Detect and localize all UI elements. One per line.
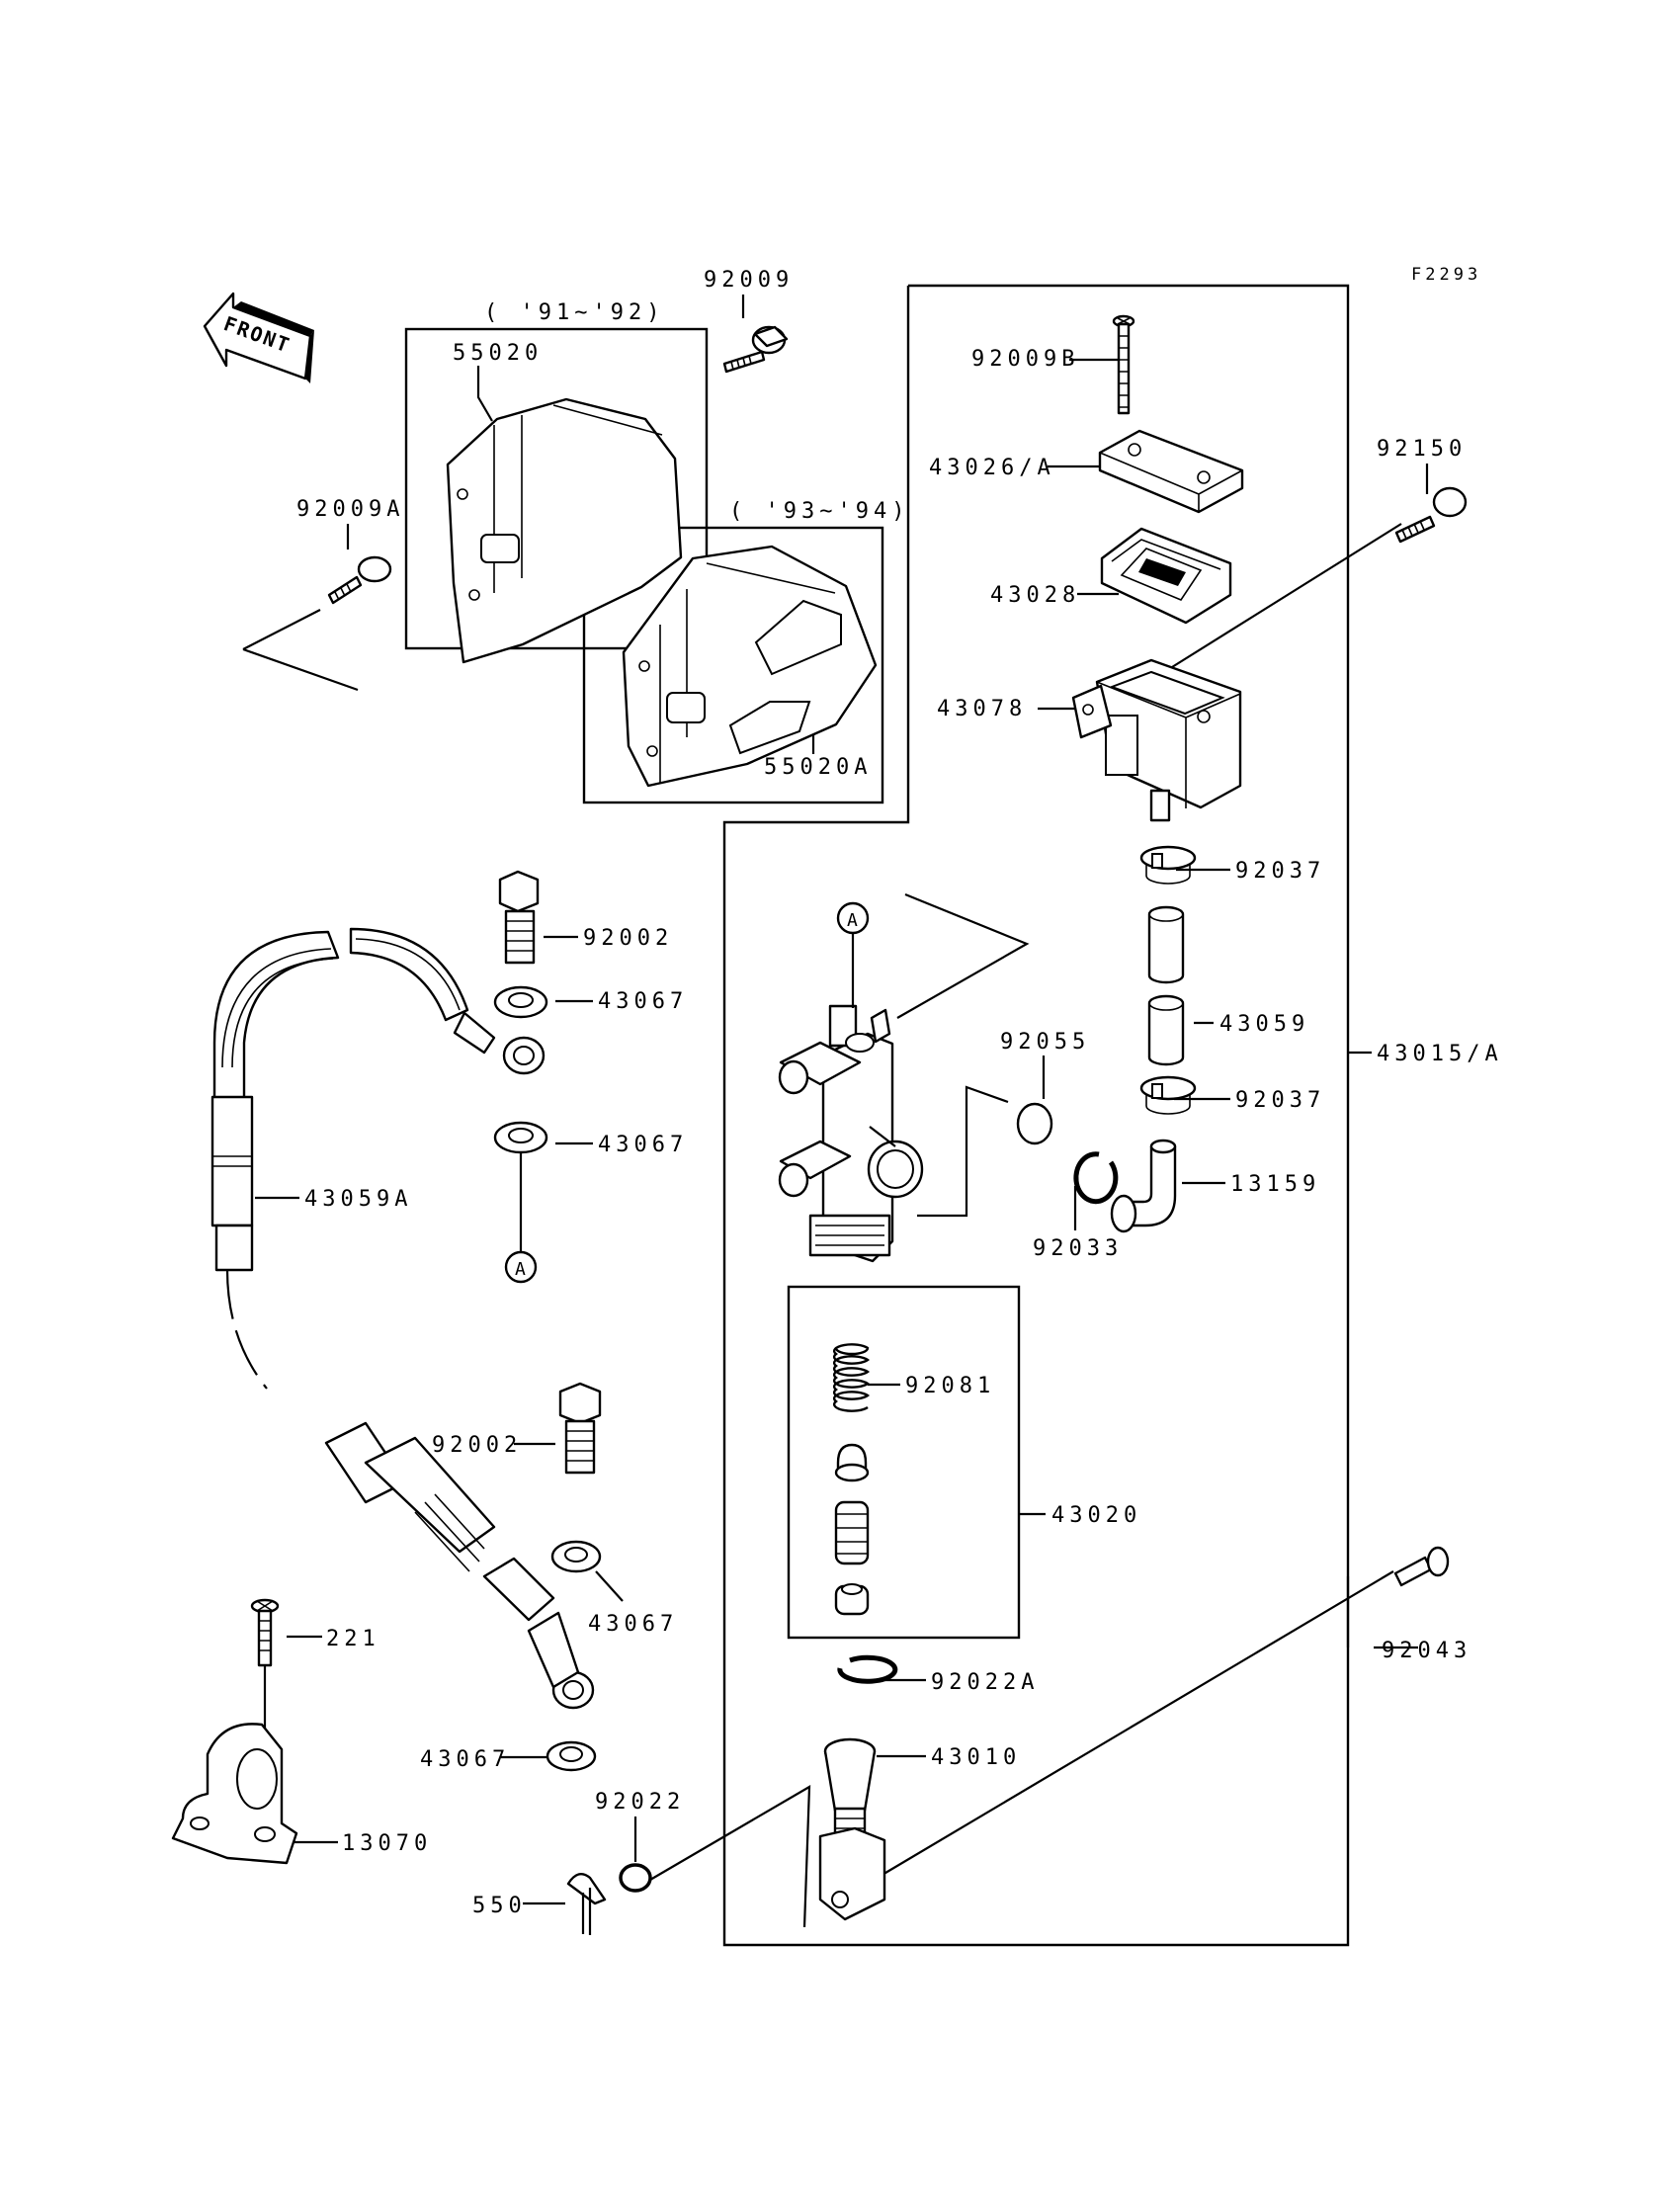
master-cylinder-body — [778, 1004, 924, 1263]
front-arrow-icon: FRONT — [203, 292, 314, 383]
callout-55020A: 55020A — [764, 755, 872, 780]
circlip-92033 — [1073, 1151, 1119, 1205]
bolt-92009A — [327, 555, 392, 605]
washer-92022 — [619, 1863, 652, 1893]
bracket-13070 — [171, 1723, 298, 1865]
callout-43067-a: 43067 — [598, 989, 688, 1014]
frame-43020-kit — [787, 1285, 1021, 1640]
leader-lines — [242, 295, 1429, 1928]
callout-92081: 92081 — [905, 1374, 995, 1398]
washer-43067-d — [546, 1740, 597, 1772]
callout-92043: 92043 — [1382, 1639, 1471, 1663]
callout-13070: 13070 — [342, 1831, 432, 1856]
callout-92037-top: 92037 — [1235, 859, 1325, 884]
callout-43015A: 43015/A — [1377, 1042, 1503, 1066]
hose-43059 — [1147, 905, 1185, 1066]
callout-92033: 92033 — [1033, 1236, 1123, 1261]
ref-marker-a-top-label: A — [847, 910, 858, 931]
guard-55020A — [622, 545, 878, 788]
frame-91-92 — [404, 327, 709, 650]
year-range-93-94: ( '93~'94) — [729, 499, 909, 524]
bolt-92150 — [1394, 486, 1468, 544]
callout-92037-bot: 92037 — [1235, 1088, 1325, 1113]
spring-92081 — [832, 1343, 871, 1412]
callout-43010: 43010 — [931, 1745, 1021, 1770]
callout-92009B: 92009B — [971, 347, 1079, 372]
callout-55020: 55020 — [453, 341, 543, 366]
diaphragm-43028 — [1100, 527, 1232, 625]
washer-43067-c — [550, 1540, 602, 1573]
callout-43059: 43059 — [1219, 1012, 1309, 1037]
elbow-13159 — [1110, 1139, 1177, 1233]
brake-hose-43059A — [210, 927, 595, 1710]
callout-43078: 43078 — [937, 697, 1027, 721]
callout-43067-b: 43067 — [598, 1133, 688, 1157]
reservoir-43078 — [1071, 658, 1242, 822]
figure-code: F2293 — [1411, 265, 1481, 285]
callout-550: 550 — [472, 1894, 527, 1918]
callout-43028: 43028 — [990, 583, 1080, 608]
callout-43020: 43020 — [1051, 1503, 1141, 1528]
assembly-frame — [722, 284, 1350, 1947]
callout-92022A: 92022A — [931, 1670, 1039, 1695]
washer-43067-b — [493, 1121, 548, 1154]
cap-43026A — [1098, 429, 1244, 514]
callout-43059A: 43059A — [304, 1187, 412, 1212]
guard-55020 — [446, 397, 683, 664]
callout-92009A: 92009A — [296, 497, 404, 522]
callout-92150: 92150 — [1377, 437, 1467, 462]
ref-marker-a-bottom-label: A — [515, 1259, 526, 1280]
callout-221: 221 — [326, 1627, 380, 1651]
callout-92002-bot: 92002 — [432, 1433, 522, 1458]
frame-93-94 — [582, 526, 884, 804]
callout-13159: 13159 — [1230, 1172, 1320, 1197]
callout-92022: 92022 — [595, 1790, 685, 1815]
banjo-bolt-92002-bot — [558, 1382, 602, 1475]
year-range-91-92: ( '91~'92) — [484, 300, 664, 325]
callout-43026A: 43026/A — [929, 456, 1055, 480]
pin-92043 — [1393, 1546, 1450, 1587]
body-leader-top — [896, 892, 1030, 1019]
ref-marker-a-bottom: A — [504, 1250, 538, 1284]
washer-43067-a — [493, 985, 548, 1019]
banjo-bolt-92002-top — [498, 870, 540, 965]
screw-92009B — [1112, 314, 1135, 415]
clamp-92037-top — [1139, 845, 1197, 885]
piston-kit-parts — [834, 1443, 870, 1616]
cotter-pin-550 — [566, 1872, 607, 1935]
callout-43067-d: 43067 — [420, 1747, 510, 1772]
callout-43067-c: 43067 — [588, 1612, 678, 1637]
screw-221 — [250, 1598, 280, 1809]
bolt-92009 — [722, 325, 789, 374]
clamp-92037-bot — [1139, 1075, 1197, 1115]
body-leader — [917, 1085, 1009, 1218]
callout-92009: 92009 — [704, 268, 794, 293]
callout-92055: 92055 — [1000, 1030, 1090, 1055]
circlip-92022A — [837, 1654, 898, 1684]
oring-92055 — [1016, 1102, 1053, 1145]
pushrod-43010 — [818, 1737, 886, 1921]
callout-92002-top: 92002 — [583, 926, 673, 951]
ref-marker-a-top: A — [836, 901, 870, 1008]
